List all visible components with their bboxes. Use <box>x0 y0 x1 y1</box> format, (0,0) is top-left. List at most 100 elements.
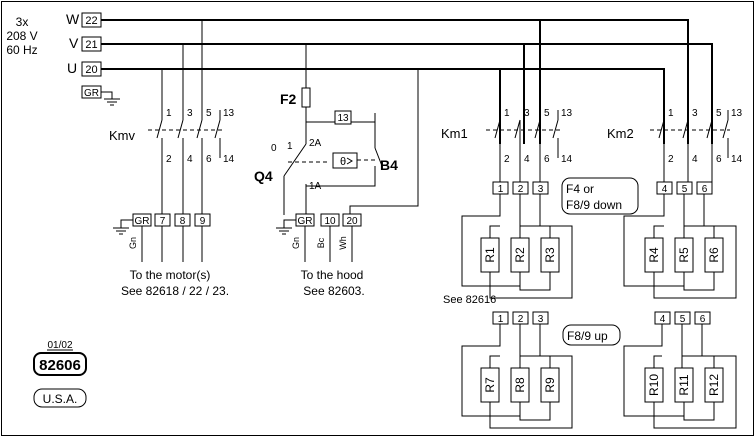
terminal-13-box <box>334 110 352 125</box>
ground-icon <box>276 219 296 235</box>
terminal-21-label: 21 <box>85 39 97 51</box>
hood-wire-gn: Gn <box>291 237 301 249</box>
bus-w-label: W <box>66 11 80 27</box>
note-up-box <box>562 324 621 346</box>
km2-contact-14: 14 <box>731 154 743 165</box>
resistor-r4-label: R4 <box>647 247 661 263</box>
terminal-7-label: 7 <box>160 216 166 227</box>
kmv-label: Kmv <box>109 128 136 143</box>
km1-see-ref: See 82616 <box>443 294 496 306</box>
resistor-r7 <box>480 367 500 403</box>
km2-terminal-4-label: 4 <box>662 184 668 195</box>
resistor-r7-label: R7 <box>483 377 497 393</box>
km1-terminal-3-label: 3 <box>538 184 544 195</box>
bus-u-label: U <box>67 60 77 76</box>
terminal-20-label: 20 <box>85 64 97 76</box>
km1-up-terminal-1-label: 1 <box>498 314 504 325</box>
km1-terminal-1-label: 1 <box>498 184 504 195</box>
bus-v-label: V <box>69 35 79 51</box>
kmv-contact-2: 2 <box>166 154 172 165</box>
resistor-r9-label: R9 <box>543 377 557 393</box>
km2-contact-6: 6 <box>716 154 722 165</box>
resistor-r9 <box>540 367 560 403</box>
q4-label: Q4 <box>254 168 273 184</box>
km2-contact-5: 5 <box>716 108 722 119</box>
km2-terminal-6-label: 6 <box>702 184 708 195</box>
document-stamp: 01/02 82606 U.S.A. <box>33 340 87 408</box>
km1-contact-13: 13 <box>561 108 573 119</box>
terminal-13-label: 13 <box>337 113 349 124</box>
terminal-22-label: 22 <box>85 15 97 27</box>
resistor-r8 <box>510 367 530 403</box>
note-down-box <box>561 177 639 215</box>
km2-contact-2: 2 <box>668 154 674 165</box>
resistor-r2 <box>510 237 530 273</box>
kmv-contact-1: 1 <box>166 108 172 119</box>
note-down-line-2: F8/9 down <box>566 198 622 212</box>
km1-contact-4: 4 <box>524 154 530 165</box>
supply-spec: 3x 208 V 60 Hz <box>6 15 37 57</box>
hood-wire-wh: Wh <box>338 236 348 250</box>
stamp-number-box <box>33 352 87 376</box>
resistor-r5-label: R5 <box>677 247 691 263</box>
km2-label: Km2 <box>607 126 634 141</box>
resistor-r1 <box>480 237 500 273</box>
resistor-r2-label: R2 <box>513 247 527 263</box>
resistor-r12-label: R12 <box>707 374 721 396</box>
km1-up-terminal-3-label: 3 <box>538 314 544 325</box>
km1-contact-2: 2 <box>504 154 510 165</box>
stamp-date: 01/02 <box>47 340 72 351</box>
km2-contactor: Km2 1 3 5 13 2 4 6 14 4 5 6 R4 R5 R6 4 5… <box>607 108 743 429</box>
supply-frequency: 60 Hz <box>6 43 37 57</box>
terminal-20-hood-label: 20 <box>346 216 358 227</box>
fuse-f2 <box>301 87 311 108</box>
terminal-10-label: 10 <box>324 216 336 227</box>
km2-contact-4: 4 <box>692 154 698 165</box>
note-up: F8/9 up <box>562 324 621 346</box>
supply-voltage: 208 V <box>6 29 37 43</box>
km2-up-terminal-6-label: 6 <box>700 314 706 325</box>
km1-contact-3: 3 <box>524 108 530 119</box>
km1-contact-14: 14 <box>561 154 573 165</box>
km1-contact-6: 6 <box>544 154 550 165</box>
kmv-contact-4: 4 <box>187 154 193 165</box>
resistor-r3 <box>540 237 560 273</box>
kmv-caption-1: To the motor(s) <box>130 268 211 282</box>
km1-label: Km1 <box>441 126 468 141</box>
hood-gr-terminal-label: GR <box>298 216 313 227</box>
stamp-country: U.S.A. <box>43 392 78 406</box>
km1-contact-5: 5 <box>544 108 550 119</box>
km2-up-terminal-4-label: 4 <box>660 314 666 325</box>
kmv-contact-5: 5 <box>206 108 212 119</box>
km1-contactor: Km1 1 3 5 13 2 4 6 14 1 2 3 R1 R2 R3 See… <box>441 108 573 429</box>
note-down-line-1: F4 or <box>566 182 594 196</box>
hood-caption-1: To the hood <box>301 268 364 282</box>
bus-w: W 22 <box>66 11 689 144</box>
hood-wire-bc: Bc <box>316 237 326 248</box>
gr-terminal-label: GR <box>84 88 99 99</box>
resistor-r1-label: R1 <box>483 247 497 263</box>
q4-pos-0: 0 <box>271 143 277 154</box>
supply-phases: 3x <box>16 15 29 29</box>
terminal-9-label: 9 <box>200 216 206 227</box>
resistor-r11-label: R11 <box>677 374 691 395</box>
stamp-number: 82606 <box>39 357 81 374</box>
resistor-r10 <box>644 367 664 403</box>
km2-contact-3: 3 <box>692 108 698 119</box>
km2-up-terminal-5-label: 5 <box>680 314 686 325</box>
note-down: F4 or F8/9 down <box>561 177 639 215</box>
ground-icon <box>101 91 120 106</box>
kmv-gr-terminal-label: GR <box>135 216 150 227</box>
km2-terminal-5-label: 5 <box>682 184 688 195</box>
kmv-contact-14: 14 <box>223 154 235 165</box>
resistor-r4 <box>644 237 664 273</box>
kmv-wire-gn: Gn <box>128 237 138 249</box>
resistor-r12 <box>704 367 724 403</box>
km2-contact-1: 1 <box>668 108 674 119</box>
resistor-r8-label: R8 <box>513 377 527 393</box>
q4-pos-1a: 1A <box>309 181 322 192</box>
resistor-r11 <box>674 367 694 403</box>
bus-v: V 21 <box>69 35 713 144</box>
resistor-r6-label: R6 <box>707 247 721 263</box>
km1-up-terminal-2-label: 2 <box>518 314 524 325</box>
